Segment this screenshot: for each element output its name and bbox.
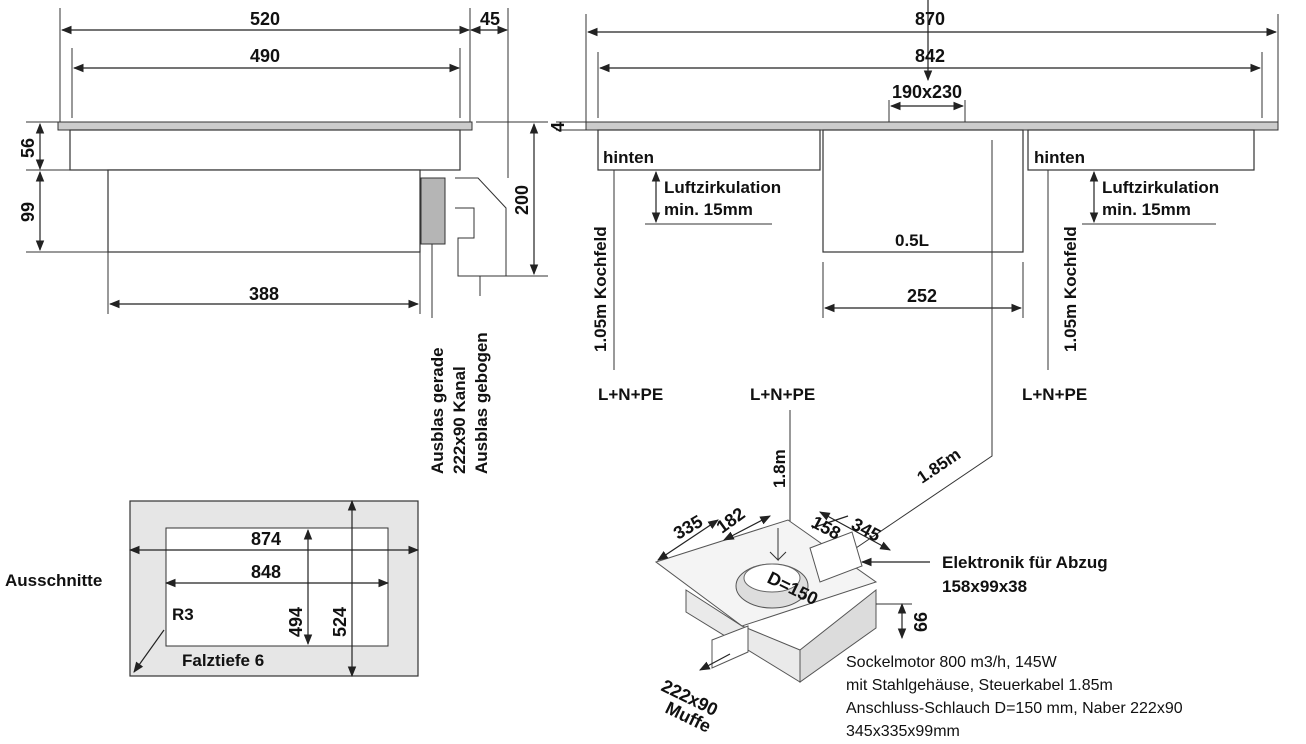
dim-388: 388 (249, 284, 279, 304)
motor-desc-4: 345x335x99mm (846, 723, 960, 740)
dim-252: 252 (907, 286, 937, 306)
front-glass (585, 121, 1279, 131)
dim-182: 182 (713, 503, 749, 537)
motor-desc-1: Sockelmotor 800 m3/h, 145W (846, 654, 1058, 671)
dim-200: 200 (512, 185, 532, 215)
hob-glass (57, 121, 473, 131)
cutout-drawing: 874 848 494 524 R3 Falztiefe 6 Ausschnit… (5, 499, 420, 678)
air-circulation-right-1: Luftzirkulation (1102, 178, 1219, 197)
sleeve-outlet (711, 625, 749, 669)
cable-1-85-label: 1.85m (914, 445, 965, 488)
dim-99-side: 99 (18, 202, 38, 222)
plinth-motor-drawing: 335 182 158 345 99 D=150 222x90 Muffe El… (654, 503, 1183, 740)
outlet-straight-block (420, 177, 446, 245)
dim-45: 45 (480, 9, 500, 29)
outlet-bent-shape (455, 177, 507, 277)
cable-right-label: 1.05m Kochfeld (1061, 226, 1080, 352)
dim-190x230: 190x230 (892, 82, 962, 102)
motor-desc-3: Anschluss-Schlauch D=150 mm, Naber 222x9… (846, 700, 1183, 717)
cable-left-label: 1.05m Kochfeld (591, 226, 610, 352)
volume-label: 0.5L (895, 231, 929, 250)
dim-848: 848 (251, 562, 281, 582)
dim-524: 524 (330, 607, 350, 637)
center-module (822, 129, 1024, 253)
dim-99-motor: 99 (910, 612, 930, 632)
electronics-label-2: 158x99x38 (942, 577, 1027, 596)
dim-494: 494 (286, 607, 306, 637)
hob-body (69, 129, 461, 171)
cable-1-85-line (855, 140, 993, 549)
motor-side-face (799, 588, 877, 683)
air-circulation-left-2: min. 15mm (664, 200, 753, 219)
air-circulation-left-1: Luftzirkulation (664, 178, 781, 197)
radius-label: R3 (172, 605, 194, 624)
dim-490: 490 (250, 46, 280, 66)
motor-desc-2: mit Stahlgehäuse, Steuerkabel 1.85m (846, 677, 1113, 694)
dim-874: 874 (251, 529, 281, 549)
air-circulation-right-2: min. 15mm (1102, 200, 1191, 219)
cable-1-8-label: 1.8m (770, 449, 789, 488)
dim-4: 4 (548, 122, 568, 132)
power-left: L+N+PE (598, 385, 663, 404)
outlet-straight-label: Ausblas gerade (428, 347, 447, 474)
electronics-label-1: Elektronik für Abzug (942, 553, 1108, 572)
dim-56: 56 (18, 138, 38, 158)
rebate-label: Falztiefe 6 (182, 651, 264, 670)
hob-right (1027, 129, 1255, 171)
cutout-label: Ausschnitte (5, 571, 102, 590)
dim-842: 842 (915, 46, 945, 66)
power-right: L+N+PE (1022, 385, 1087, 404)
power-mid: L+N+PE (750, 385, 815, 404)
channel-label: 222x90 Kanal (450, 366, 469, 474)
rear-right-label: hinten (1034, 148, 1085, 167)
dim-870: 870 (915, 9, 945, 29)
outlet-bent-label: Ausblas gebogen (472, 332, 491, 474)
front-view: 870 842 190x230 4 hinten hinten 0.5L Luf… (548, 0, 1279, 549)
hob-left (597, 129, 821, 171)
side-view: 520 45 490 56 99 200 388 (18, 8, 548, 474)
extraction-body (107, 169, 421, 253)
rear-left-label: hinten (603, 148, 654, 167)
dim-335: 335 (670, 511, 706, 543)
dim-520: 520 (250, 9, 280, 29)
